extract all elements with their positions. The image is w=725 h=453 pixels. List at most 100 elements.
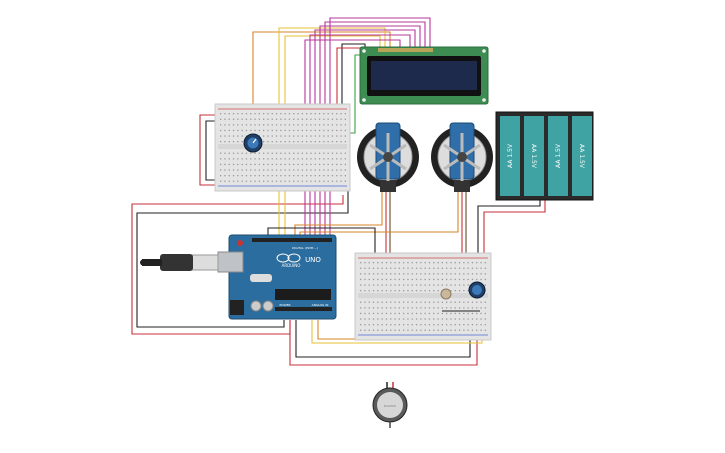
breadboard-hole xyxy=(437,307,439,309)
breadboard-hole xyxy=(424,301,426,303)
arduino-uno[interactable]: ARDUINO UNO DIGITAL (PWM ~) POWER ANALOG… xyxy=(217,234,337,320)
breadboard-hole xyxy=(288,152,291,154)
breadboard-hole xyxy=(271,118,273,120)
breadboard-hole xyxy=(398,278,400,281)
breadboard-hole xyxy=(284,141,286,143)
battery-pack[interactable]: AA 1.5V AA 1.5V AA 1.5V AA 1.5V xyxy=(495,111,594,201)
breadboard-hole xyxy=(267,135,269,137)
servo-wheel-1[interactable] xyxy=(357,122,419,192)
breadboard-hole xyxy=(224,124,226,126)
servo-wheel-2[interactable] xyxy=(431,122,493,192)
breadboard-hole xyxy=(394,301,396,303)
breadboard-hole xyxy=(306,158,308,160)
breadboard-hole xyxy=(241,180,243,182)
wire-black-lcd[interactable] xyxy=(341,43,366,110)
breadboard-hole xyxy=(327,135,329,137)
breadboard-hole xyxy=(331,141,334,143)
breadboard-hole xyxy=(390,278,392,281)
breadboard-hole xyxy=(385,290,388,292)
breadboard-hole xyxy=(368,290,370,292)
breadboard-hole xyxy=(327,152,329,154)
breadboard-hole xyxy=(476,278,478,281)
potentiometer-1[interactable] xyxy=(243,133,263,153)
breadboard-hole xyxy=(463,278,465,281)
breadboard-hole xyxy=(454,318,456,320)
breadboard-large[interactable] xyxy=(354,252,492,341)
breadboard-hole xyxy=(340,163,342,166)
usb-cable[interactable] xyxy=(140,254,219,271)
piezo-buzzer[interactable]: BUZZER xyxy=(372,382,408,428)
wire-battery-red[interactable] xyxy=(483,198,546,258)
breadboard-hole xyxy=(407,284,409,286)
breadboard-hole xyxy=(258,118,260,120)
breadboard-hole xyxy=(293,152,295,154)
wire-black-left[interactable] xyxy=(136,190,349,328)
photoresistor[interactable] xyxy=(440,288,452,300)
breadboard-hole xyxy=(327,129,329,132)
breadboard-hole xyxy=(344,124,346,126)
breadboard-hole xyxy=(368,278,370,281)
breadboard-hole xyxy=(340,118,342,120)
breadboard-hole xyxy=(280,118,282,120)
breadboard-hole xyxy=(263,118,265,120)
breadboard-hole xyxy=(344,113,346,115)
wire-servo1-signal[interactable] xyxy=(294,192,383,238)
breadboard-hole xyxy=(331,163,334,166)
breadboard-hole xyxy=(245,158,248,160)
breadboard-hole xyxy=(480,329,482,331)
breadboard-hole xyxy=(471,262,474,264)
breadboard-hole xyxy=(245,163,248,166)
breadboard-hole xyxy=(237,113,239,115)
breadboard-hole xyxy=(454,273,456,275)
breadboard-hole xyxy=(403,284,405,286)
breadboard-small[interactable] xyxy=(214,103,351,192)
breadboard-hole xyxy=(415,278,418,281)
breadboard-hole xyxy=(228,124,230,126)
breadboard-hole xyxy=(458,278,461,281)
breadboard-hole xyxy=(284,180,286,182)
breadboard-hole xyxy=(420,273,422,275)
breadboard-hole xyxy=(476,273,478,275)
breadboard-hole xyxy=(271,124,273,126)
breadboard-hole xyxy=(446,312,448,315)
breadboard-hole xyxy=(327,169,329,171)
breadboard-hole xyxy=(306,113,308,115)
breadboard-hole xyxy=(364,301,366,303)
breadboard-hole xyxy=(424,324,426,326)
breadboard-hole xyxy=(254,180,256,182)
breadboard-hole xyxy=(318,141,321,143)
breadboard-hole xyxy=(237,135,239,137)
breadboard-hole xyxy=(364,324,366,326)
breadboard-hole xyxy=(398,284,400,286)
breadboard-hole xyxy=(250,169,252,171)
lcd-display[interactable] xyxy=(359,46,489,105)
wire-black-arduino[interactable] xyxy=(267,227,376,258)
breadboard-hole xyxy=(306,129,308,132)
breadboard-hole xyxy=(288,169,291,171)
wire-battery-black[interactable] xyxy=(477,198,541,258)
breadboard-hole xyxy=(381,307,383,309)
breadboard-hole xyxy=(314,113,316,115)
breadboard-hole xyxy=(220,118,222,120)
breadboard-hole xyxy=(245,135,248,137)
breadboard-hole xyxy=(340,135,342,137)
wire-red-bottom[interactable] xyxy=(289,318,478,366)
breadboard-hole xyxy=(480,301,482,303)
breadboard-hole xyxy=(390,301,392,303)
breadboard-hole xyxy=(458,329,461,331)
breadboard-hole xyxy=(241,135,243,137)
breadboard-hole xyxy=(385,267,388,269)
piezo-label: BUZZER xyxy=(384,404,396,408)
breadboard-hole xyxy=(372,267,375,269)
breadboard-hole xyxy=(381,267,383,269)
breadboard-hole xyxy=(263,152,265,154)
breadboard-hole xyxy=(360,307,362,309)
wire-servo2-signal[interactable] xyxy=(299,192,459,238)
breadboard-hole xyxy=(428,262,431,264)
breadboard-hole xyxy=(463,290,465,292)
potentiometer-2[interactable] xyxy=(468,281,486,299)
breadboard-hole xyxy=(360,278,362,281)
breadboard-hole xyxy=(258,180,260,182)
wire-red-lcd[interactable] xyxy=(336,47,370,110)
